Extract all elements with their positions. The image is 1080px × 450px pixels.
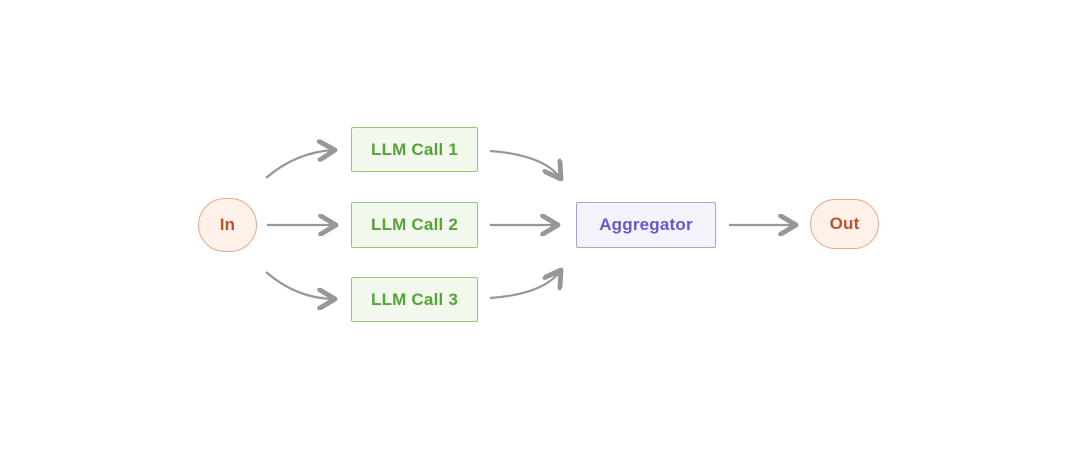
node-out: Out <box>810 199 879 249</box>
node-llm-call-3: LLM Call 3 <box>351 277 478 322</box>
edge-llm-call-1-to-aggregator <box>489 149 561 179</box>
node-aggregator: Aggregator <box>576 202 716 248</box>
node-llm-call-1-label: LLM Call 1 <box>370 139 458 159</box>
node-in-label: In <box>219 215 236 234</box>
node-llm-call-2: LLM Call 2 <box>351 202 478 248</box>
edge-llm-call-3-to-aggregator <box>489 270 561 300</box>
edge-in-to-llm-call-3 <box>265 271 335 299</box>
node-aggregator-label: Aggregator <box>599 215 693 234</box>
node-llm-call-3-label: LLM Call 3 <box>370 289 458 309</box>
node-llm-call-1: LLM Call 1 <box>351 127 478 172</box>
node-in: In <box>198 198 257 252</box>
node-out-label: Out <box>829 214 860 233</box>
edge-in-to-llm-call-1 <box>265 150 335 179</box>
node-llm-call-2-label: LLM Call 2 <box>370 215 458 234</box>
